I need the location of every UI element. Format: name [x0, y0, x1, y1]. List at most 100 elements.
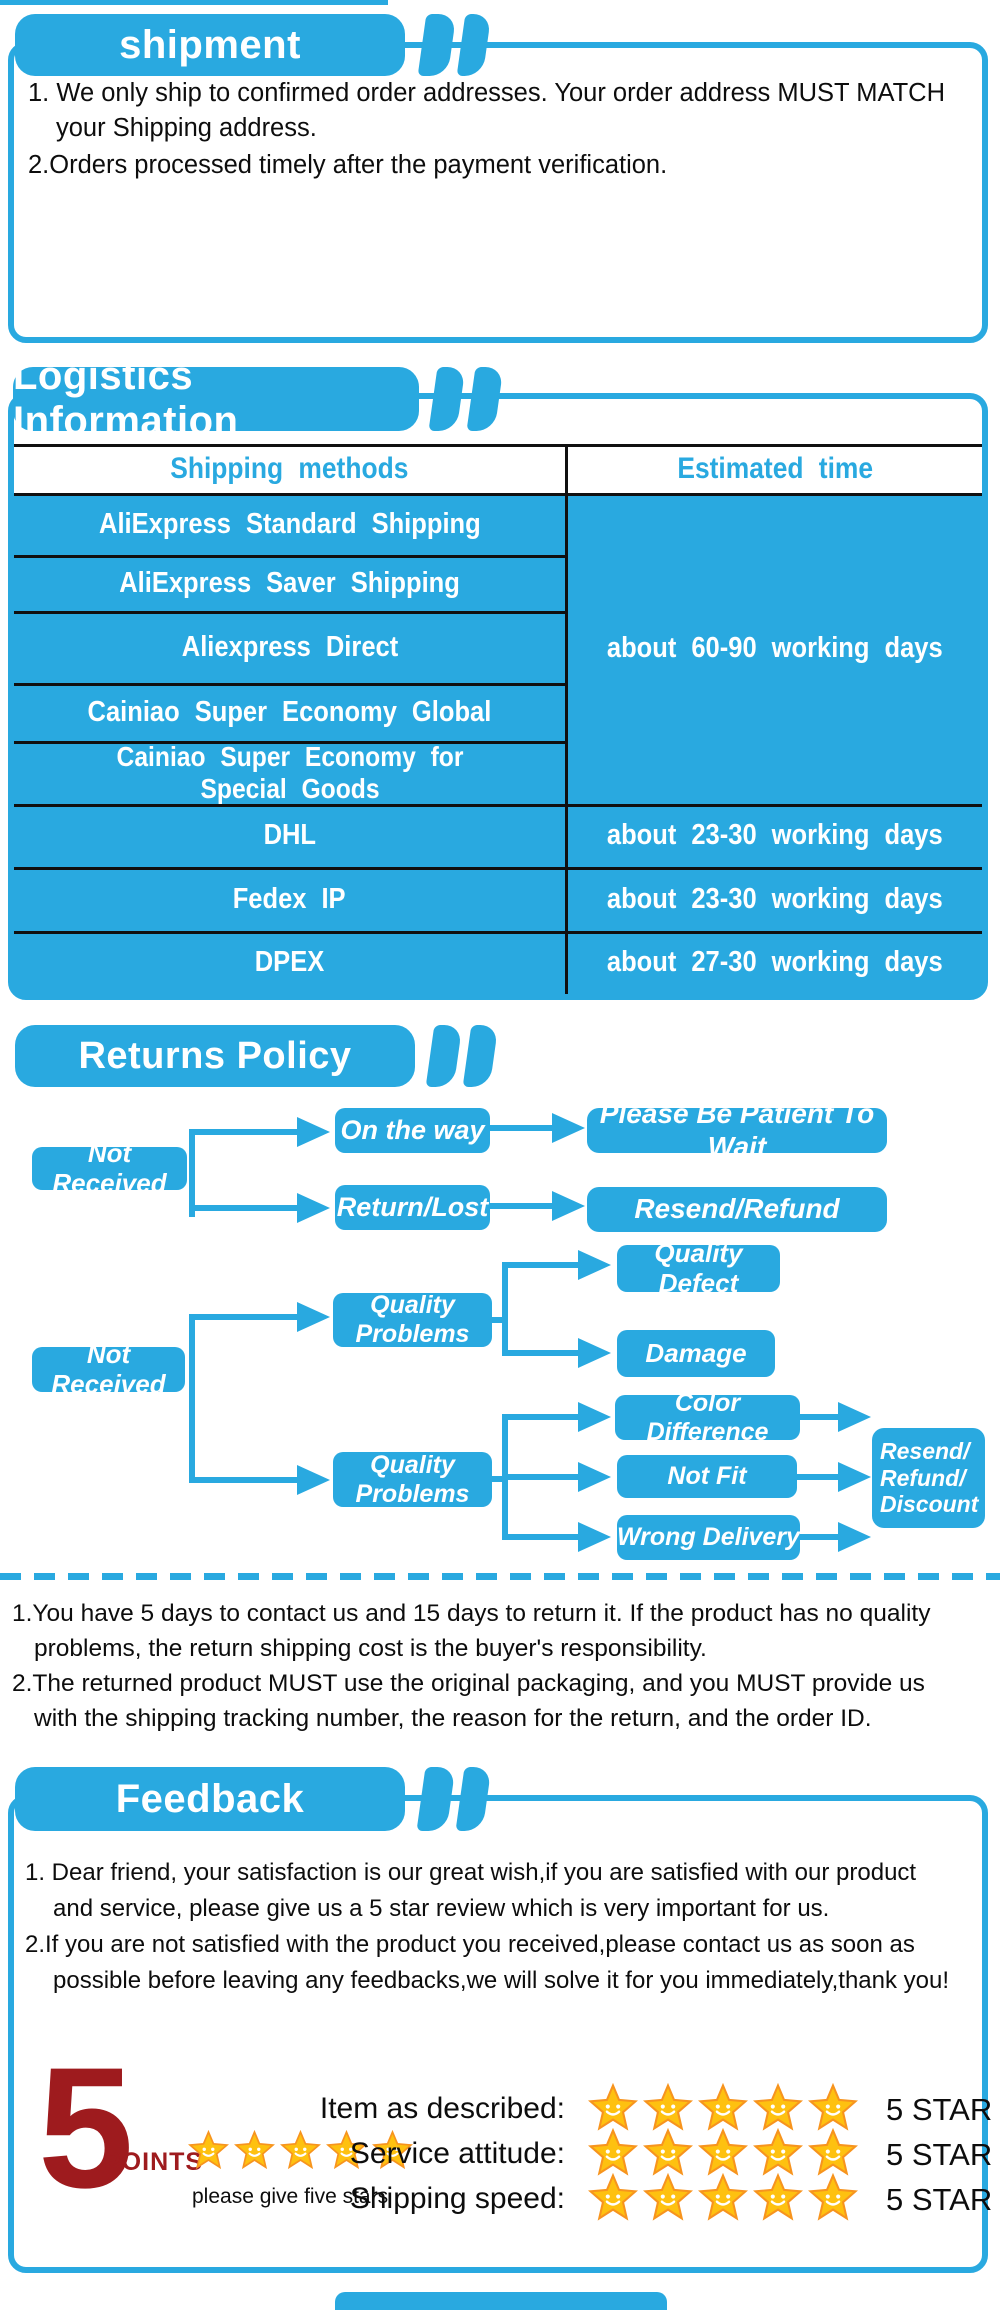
estimated-time-merged-cell: about 60-90 working days: [568, 493, 982, 804]
table-row-method: Cainiao Super Economy for Special Goods: [14, 741, 565, 804]
time-label: about 27-30 working days: [607, 946, 943, 978]
flow-node-quality-problems: Quality Problems: [333, 1450, 492, 1508]
method-label: DHL: [263, 819, 316, 851]
arrow-icon: [297, 1465, 330, 1495]
feedback-note-2: 2.If you are not satisfied with the prod…: [25, 1931, 950, 1994]
star-icon: [698, 2083, 748, 2131]
flow-node-on-the-way: On the way: [335, 1108, 490, 1153]
flow-node-damage: Damage: [617, 1330, 775, 1377]
flow-node-label: Not Received: [52, 1137, 167, 1198]
flow-node-label: Wrong Delivery: [617, 1523, 800, 1552]
shipment-box: [8, 42, 988, 343]
rating-value: 5 STAR: [886, 2092, 993, 2127]
star-icon: [808, 2128, 858, 2176]
connector-line: [508, 1414, 580, 1420]
flow-node-be-patient: Please Be Patient To Wait: [587, 1098, 887, 1162]
arrow-icon: [578, 1250, 611, 1280]
connector-line: [189, 1314, 297, 1320]
five-points-label: POINTS: [104, 2148, 204, 2176]
rating-value: 5 STAR: [886, 2137, 993, 2172]
flow-node-label: Quality Problems: [355, 1450, 470, 1508]
star-icon: [280, 2130, 321, 2170]
shipment-header-pill: shipment: [15, 14, 405, 76]
arrow-icon: [578, 1522, 611, 1552]
star-icon: [698, 2173, 748, 2221]
arrow-icon: [838, 1522, 871, 1552]
time-label: about 60-90 working days: [607, 632, 943, 664]
five-points-number: 5: [38, 2032, 134, 2224]
star-icon: [753, 2083, 803, 2131]
connector-line: [492, 1476, 505, 1482]
star-icon: [643, 2083, 693, 2131]
table-row-method: AliExpress Standard Shipping: [14, 493, 565, 555]
logistics-header-pill: Logistics Information: [13, 354, 419, 443]
star-icon: [588, 2173, 638, 2221]
table-row-method: DPEX: [14, 931, 565, 994]
table-row-method: AliExpress Saver Shipping: [14, 555, 565, 611]
table-row-method: DHL: [14, 804, 565, 867]
shipment-note-1: 1. We only ship to confirmed order addre…: [28, 79, 945, 142]
feedback-header-pill: Feedback: [15, 1767, 405, 1831]
double-bracket-icon: [462, 1025, 499, 1087]
flow-node-resend-refund-discount: Resend/Refund/Discount: [872, 1428, 985, 1528]
flow-node-not-received: Not Received: [32, 1138, 187, 1197]
arrow-icon: [578, 1462, 611, 1492]
column-header-label: Estimated time: [677, 451, 873, 485]
method-label: DPEX: [254, 946, 325, 978]
arrow-icon: [578, 1402, 611, 1432]
connector-line: [189, 1129, 195, 1217]
table-column-divider: [565, 444, 568, 994]
star-icon: [698, 2128, 748, 2176]
connector-line: [189, 1205, 297, 1211]
rating-value: 5 STAR: [886, 2182, 993, 2217]
returns-note-1: 1.You have 5 days to contact us and 15 d…: [12, 1600, 931, 1662]
arrow-icon: [578, 1338, 611, 1368]
star-icon: [808, 2083, 858, 2131]
double-bracket-icon: [425, 1025, 463, 1087]
returns-notes: 1.You have 5 days to contact us and 15 d…: [12, 1596, 987, 1736]
table-row-divider: [14, 611, 565, 614]
connector-line: [189, 1129, 297, 1135]
connector-line: [508, 1474, 580, 1480]
connector-line: [502, 1262, 508, 1356]
table-border: [14, 493, 982, 496]
flow-node-wrong-delivery: Wrong Delivery: [617, 1515, 800, 1560]
connector-line: [189, 1477, 297, 1483]
feedback-note-1: 1. Dear friend, your satisfaction is our…: [25, 1859, 917, 1922]
returns-note-2: 2.The returned product MUST use the orig…: [12, 1670, 925, 1732]
connector-line: [502, 1414, 508, 1540]
connector-line: [800, 1534, 840, 1540]
star-icon: [753, 2173, 803, 2221]
estimated-time-cell: about 23-30 working days: [568, 867, 982, 931]
rating-label: Item as described:: [319, 2092, 565, 2125]
connector-line: [189, 1314, 195, 1483]
rating-label: Service attitude:: [349, 2137, 565, 2170]
shipment-notes: 1. We only ship to confirmed order addre…: [28, 76, 983, 183]
flow-node-label: Quality Defect: [654, 1237, 743, 1298]
flow-node-label: Not Fit: [667, 1462, 747, 1491]
connector-line: [800, 1414, 840, 1420]
arrow-icon: [552, 1113, 585, 1143]
flow-node-label: Please Be Patient To Wait: [599, 1098, 875, 1162]
flow-node-resend-refund: Resend/Refund: [587, 1187, 887, 1232]
star-rating: [588, 2173, 858, 2223]
flow-node-label: On the way: [340, 1114, 485, 1145]
star-icon: [234, 2130, 275, 2170]
connector-line: [508, 1534, 580, 1540]
method-label: Aliexpress Direct: [181, 630, 398, 663]
flow-node-not-fit: Not Fit: [617, 1455, 797, 1498]
estimated-time-cell: about 27-30 working days: [568, 931, 982, 994]
flow-node-not-received: Not Received: [32, 1339, 185, 1398]
time-label: about 23-30 working days: [607, 819, 943, 851]
flow-node-color-difference: Color Difference: [615, 1389, 800, 1446]
method-label: Cainiao Super Economy for Special Goods: [116, 740, 463, 804]
connector-line: [492, 1317, 505, 1323]
table-row-method: Aliexpress Direct: [14, 611, 565, 683]
arrow-icon: [297, 1302, 330, 1332]
flow-node-label: Resend/Refund: [634, 1193, 840, 1225]
method-label: AliExpress Saver Shipping: [119, 566, 460, 599]
column-header-shipping-methods: Shipping methods: [14, 444, 565, 493]
shipment-title: shipment: [119, 22, 301, 67]
table-row-divider: [14, 931, 982, 934]
